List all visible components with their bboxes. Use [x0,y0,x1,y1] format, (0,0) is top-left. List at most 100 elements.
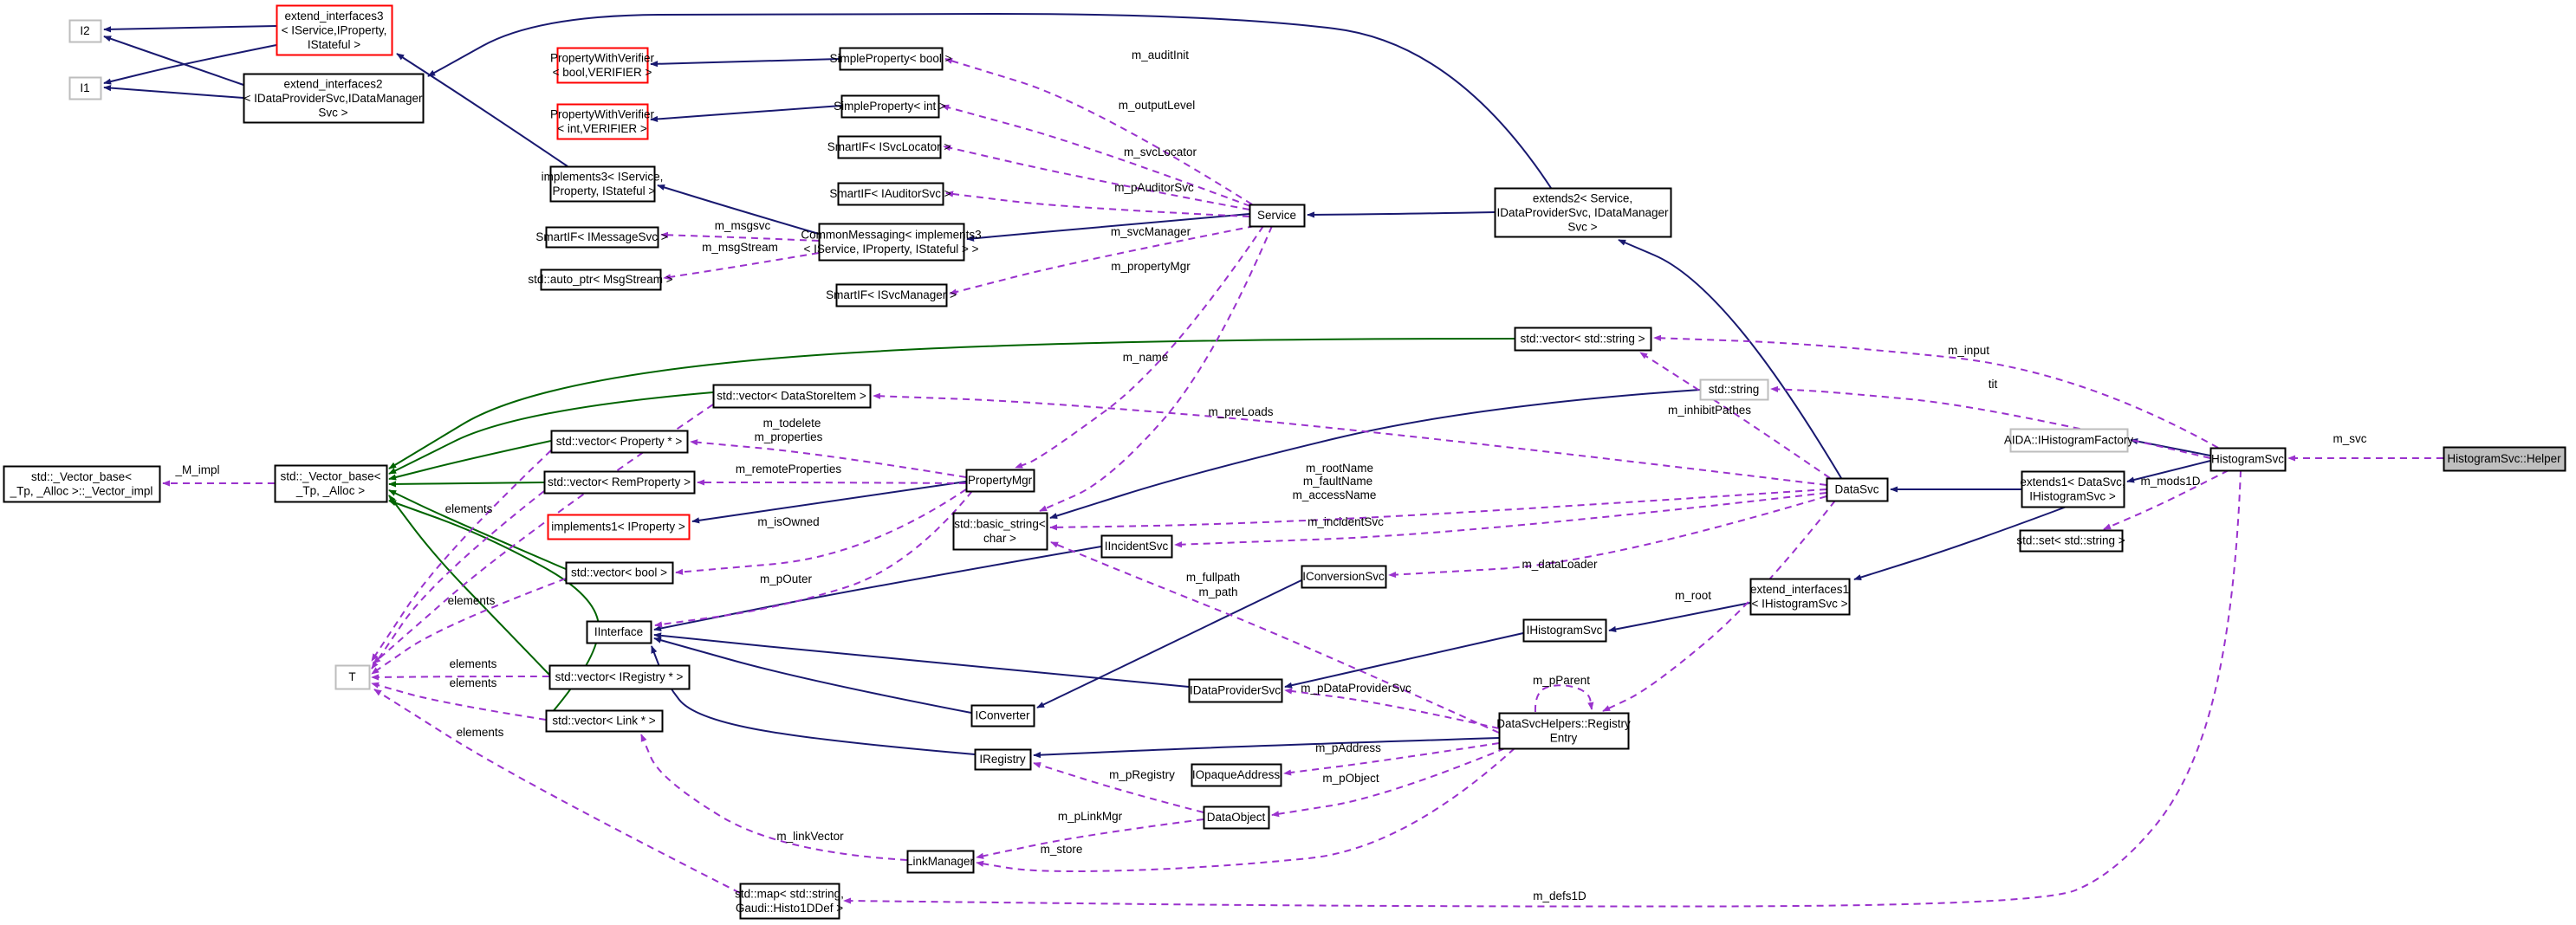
edge-DataSvc-m_root [1602,500,1836,712]
node-label-map: std::map< std::string,Gaudi::Histo1DDef … [735,888,844,915]
node-iincident[interactable]: IIncidentSvc [1100,534,1173,559]
node-ireg[interactable]: IRegistry [974,748,1032,771]
node-label-vireg: std::vector< IRegistry * > [555,670,684,683]
node-iopaque[interactable]: IOpaqueAddress [1191,763,1282,787]
node-ei1[interactable]: extend_interfaces1< IHistogramSvc > [1749,578,1851,616]
node-linkmgr[interactable]: LinkManager [906,850,975,874]
node-label-iface: IInterface [594,625,643,638]
node-label-ireg: IRegistry [979,753,1026,766]
node-ei2[interactable]: extend_interfaces2< IDataProviderSvc,IDa… [243,73,425,124]
edge-label: m_pOuter [760,572,813,585]
node-ei3[interactable]: extend_interfaces3< IService,IProperty,I… [276,4,393,56]
node-label-ssl: SmartIF< ISvcLocator > [827,140,951,153]
edge-label: elements [450,676,497,689]
node-dobj[interactable]: DataObject [1203,805,1270,830]
edge-vector_IRegistry-to-vector_base [388,495,550,676]
node-pwvb[interactable]: PropertyWithVerifier< bool,VERIFIER > [550,47,655,84]
edge-label: m_msgsvc [715,219,771,232]
node-label-vimpl: std::_Vector_base<_Tp, _Alloc >::_Vector… [10,470,153,498]
node-spi[interactable]: SimpleProperty< int > [834,94,946,119]
node-label-sas: SmartIF< IAuditorSvc > [829,187,951,200]
node-label-pwvi: PropertyWithVerifier< int,VERIFIER > [550,108,655,136]
edge-label: m_properties [755,430,823,443]
node-spb[interactable]: SimpleProperty< bool > [829,47,952,71]
node-ihistsvc[interactable]: IHistogramSvc [1522,618,1607,643]
node-label-pwvb: PropertyWithVerifier< bool,VERIFIER > [550,52,655,80]
edge-label: m_pLinkMgr [1058,810,1123,823]
node-datasvc[interactable]: DataSvc [1826,477,1889,502]
edge-implements3-to-extend_interfaces3 [396,53,568,167]
node-vlink[interactable]: std::vector< Link * > [545,709,664,733]
node-iconv[interactable]: IConverter [970,704,1035,728]
node-label-spb: SimpleProperty< bool > [829,52,951,65]
edge-RegistryEntry-m_pObject [1271,747,1506,818]
edge-label: m_preLoads [1208,405,1273,418]
edge-label: m_svcLocator [1124,146,1197,158]
node-vstring[interactable]: std::vector< std::string > [1514,327,1652,352]
node-autoptr[interactable]: std::auto_ptr< MsgStream > [528,268,673,291]
node-i1: I1 [68,76,102,100]
edge-IIncidentSvc-to-IInterface [653,546,1102,631]
node-vbool[interactable]: std::vector< bool > [565,561,674,585]
node-label-vdsi: std::vector< DataStoreItem > [717,390,866,403]
node-extends1[interactable]: extends1< DataSvc,IHistogramSvc > [2020,470,2125,508]
edge-label: m_inhibitPathes [1668,404,1751,417]
edge-label: m_incidentSvc [1307,515,1384,528]
edge-DataObject-m_pLinkMgr [976,818,1204,859]
edge-label: m_todelete [763,417,821,430]
edge-HistogramSvc-to-AIDA-IHistogramFactory [2130,438,2211,456]
node-bstring[interactable]: std::basic_string<char > [952,512,1048,551]
node-label-stdstring: std::string [1709,383,1760,396]
node-vdsi[interactable]: std::vector< DataStoreItem > [712,384,872,409]
node-label-ei1: extend_interfaces1< IHistogramSvc > [1750,583,1849,611]
node-vbase[interactable]: std::_Vector_base<_Tp, _Alloc > [274,464,388,503]
edge-label: m_mods1D [2140,475,2200,488]
node-extends2[interactable]: extends2< Service,IDataProviderSvc, IDat… [1494,187,1672,238]
node-ssl[interactable]: SmartIF< ISvcLocator > [827,135,951,159]
node-smsg[interactable]: SmartIF< IMessageSvc > [535,226,668,249]
edge-label: m_name [1123,351,1169,364]
edge-DataSvc-m_inhibitPathes [1639,352,1831,479]
node-cm[interactable]: CommonMessaging< implements3< IService, … [801,223,982,262]
node-pwvi[interactable]: PropertyWithVerifier< int,VERIFIER > [550,103,655,140]
edge-label: elements [445,502,493,515]
edge-RegistryEntry-m_fullpath [1050,541,1500,734]
node-iconvsvc[interactable]: IConversionSvc [1301,565,1387,589]
edge-label: m_root [1675,589,1711,602]
node-vireg[interactable]: std::vector< IRegistry * > [548,664,691,690]
edge-label: elements [450,657,497,670]
edge-label: m_fullpath [1186,571,1240,584]
edge-PropertyMgr-m_isOwned [675,488,967,575]
node-label-iopaque: IOpaqueAddress [1192,768,1281,781]
node-service[interactable]: Service [1249,204,1306,228]
node-ssm[interactable]: SmartIF< ISvcManager > [826,283,957,307]
node-label-idataprov: IDataProviderSvc [1190,684,1281,697]
edge-HistogramSvc-to-extends1 [2126,460,2211,483]
node-stdset[interactable]: std::set< std::string > [2016,529,2125,553]
edge-extend_interfaces3-to-I2 [103,25,277,33]
node-histsvc[interactable]: HistogramSvc [2209,447,2287,472]
edge-HistogramSvc-m_input [1653,334,2219,449]
node-impl3[interactable]: implements3< IService,IProperty, IStatef… [542,165,664,203]
edge-vector_bool-elements [371,578,567,675]
node-iface[interactable]: IInterface [586,620,652,644]
node-impl1[interactable]: implements1< IProperty > [547,514,691,540]
edge-stdstring-to-basic_string [1049,389,1701,519]
node-map[interactable]: std::map< std::string,Gaudi::Histo1DDef … [735,883,844,920]
node-idataprov[interactable]: IDataProviderSvc [1188,678,1283,703]
node-label-i1: I1 [80,81,89,94]
node-helper: HistogramSvc::Helper [2443,446,2566,472]
node-vprop[interactable]: std::vector< Property * > [550,430,689,454]
edge-label: m_pAddress [1315,741,1381,754]
edge-CommonMessaging-m_msgStream [663,252,820,281]
edge-IDataProviderSvc-to-IInterface [653,632,1190,688]
node-sas[interactable]: SmartIF< IAuditorSvc > [829,182,951,206]
edge-label: m_defs1D [1533,889,1586,902]
node-label-ei3: extend_interfaces3< IService,IProperty,I… [282,10,387,51]
node-vrem[interactable]: std::vector< RemProperty > [543,470,696,495]
edge-label: m_svc [2333,432,2366,445]
node-propmgr[interactable]: PropertyMgr [965,469,1035,493]
node-vimpl[interactable]: std::_Vector_base<_Tp, _Alloc >::_Vector… [3,465,161,503]
